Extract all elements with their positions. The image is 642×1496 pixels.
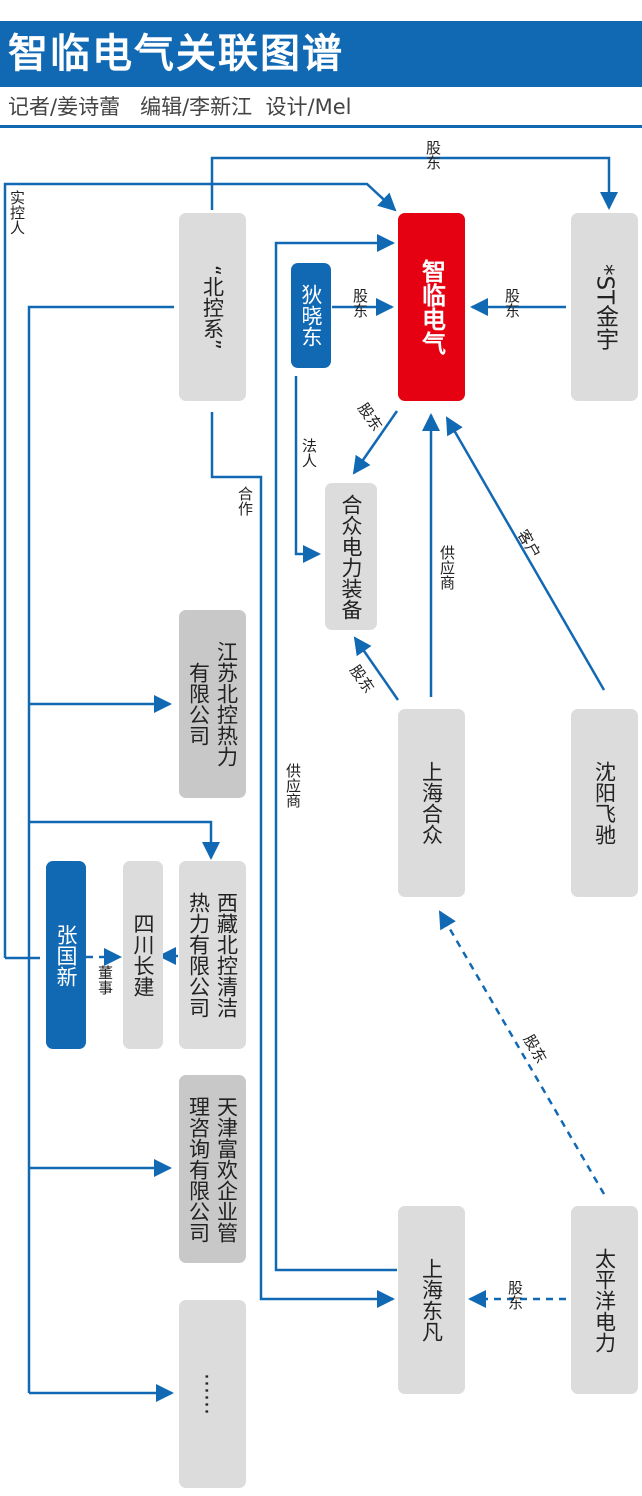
node-zhangguoxin[interactable]: 张国新	[46, 861, 86, 1049]
node-label: 四川长建	[131, 913, 155, 997]
node-xizang[interactable]: 西藏北控清洁 热力有限公司	[179, 861, 246, 1049]
edge-label: 供应商	[284, 763, 302, 808]
node-sichuan[interactable]: 四川长建	[123, 861, 163, 1049]
node-label: 西藏北控清洁 热力有限公司	[186, 892, 239, 1018]
node-tianjin[interactable]: 天津富欢企业管 理咨询有限公司	[179, 1075, 246, 1263]
node-label: 江苏北控热力 有限公司	[186, 641, 239, 767]
node-label: 智临电气	[417, 259, 446, 355]
edge-label: 股东	[503, 288, 521, 318]
node-zhilin[interactable]: 智临电气	[398, 213, 465, 401]
node-label: 上海东凡	[419, 1258, 444, 1342]
node-stjinyu[interactable]: *ST金宇	[571, 213, 638, 401]
node-jiangsu[interactable]: 江苏北控热力 有限公司	[179, 610, 246, 798]
node-label: 太平洋电力	[592, 1247, 617, 1353]
node-label: “北控系”	[200, 264, 225, 350]
page-title: 智临电气关联图谱	[8, 31, 344, 77]
node-shanghai-hezhong[interactable]: 上海合众	[398, 709, 465, 897]
node-beikong[interactable]: “北控系”	[179, 213, 246, 401]
node-shanghai-dongfan[interactable]: 上海东凡	[398, 1206, 465, 1394]
node-label: 张国新	[54, 923, 78, 987]
edge-rail-xizang	[29, 820, 220, 860]
edge-dixiaodong-equip	[294, 376, 321, 563]
header-divider	[0, 125, 642, 128]
node-label: *ST金宇	[591, 263, 618, 351]
node-label: 沈阳飞驰	[592, 761, 617, 845]
edge-shhezhong-equip	[353, 636, 400, 701]
edge-label: 合作	[236, 486, 254, 516]
edge-shikongren	[3, 182, 397, 958]
edge-label: 股东	[506, 1280, 524, 1310]
node-shenyang[interactable]: 沈阳飞驰	[571, 709, 638, 897]
edge-label: 股东	[351, 288, 369, 318]
edge-shenyang-zhilin	[445, 416, 606, 691]
byline: 记者/姜诗蕾 编辑/李新江 设计/Mel	[8, 95, 352, 119]
node-label: 狄晓东	[299, 284, 323, 347]
node-label: ……	[200, 1373, 225, 1415]
edge-beikong-dongfan	[210, 412, 395, 1308]
node-label: 上海合众	[419, 761, 444, 845]
edge-zhilin-equip	[352, 410, 399, 475]
node-pacific[interactable]: 太平洋电力	[571, 1206, 638, 1394]
edge-pacific-shhezhong	[438, 910, 606, 1195]
edge-dongfan-zhilin	[274, 234, 397, 1272]
edge-label: 董事	[96, 965, 114, 995]
node-dixiaodong[interactable]: 狄晓东	[291, 263, 331, 368]
node-label: 天津富欢企业管 理咨询有限公司	[186, 1095, 239, 1243]
node-label: 合众电力装备	[339, 493, 363, 620]
node-hezhong-equip[interactable]: 合众电力装备	[325, 483, 377, 630]
node-more[interactable]: ……	[179, 1300, 246, 1488]
edge-label: 供应商	[438, 545, 456, 590]
edge-label: 法人	[300, 438, 318, 468]
title-bar: 智临电气关联图谱	[0, 21, 642, 87]
edge-label: 股东	[424, 140, 442, 170]
edge-label: 实控人	[8, 190, 26, 235]
edge-beikong-rail	[27, 305, 174, 1393]
